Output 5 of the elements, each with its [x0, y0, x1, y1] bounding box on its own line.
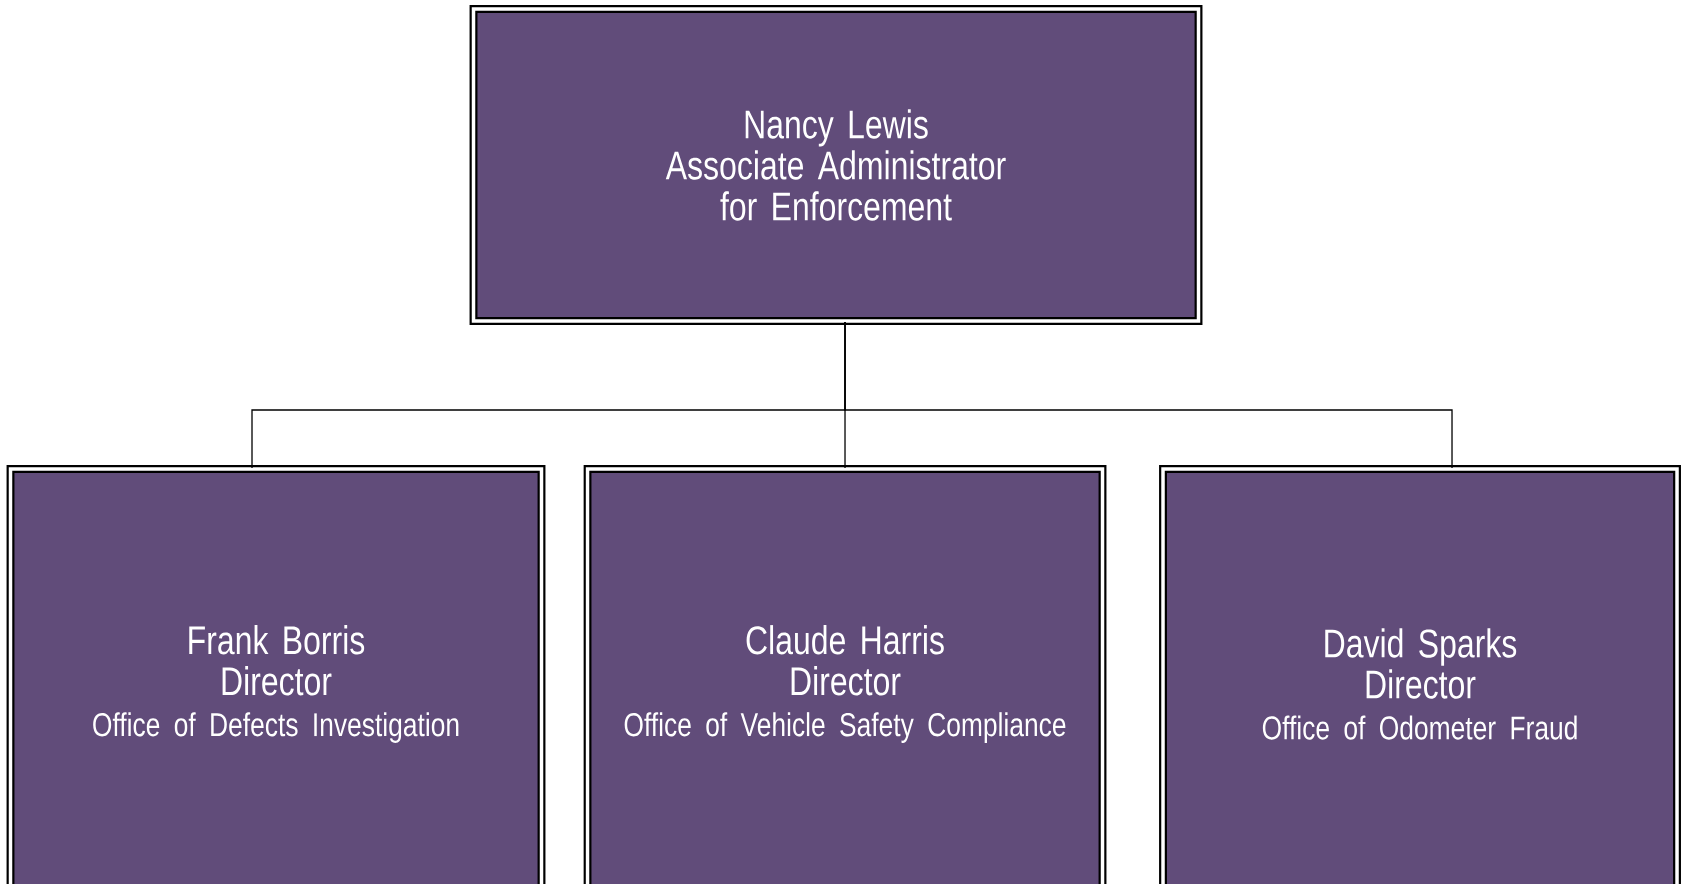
org-box: Frank Borris Director Office of Defects Investigation	[6, 465, 546, 884]
org-box: Claude Harris Director Office of Vehicle Safety Compliance	[583, 465, 1107, 884]
org-box: Nancy Lewis Associate Administrator for Enforcement	[469, 5, 1203, 325]
connector-line	[844, 321, 1453, 469]
org-box: David Sparks Director Office of Odometer Fraud	[1159, 465, 1681, 884]
